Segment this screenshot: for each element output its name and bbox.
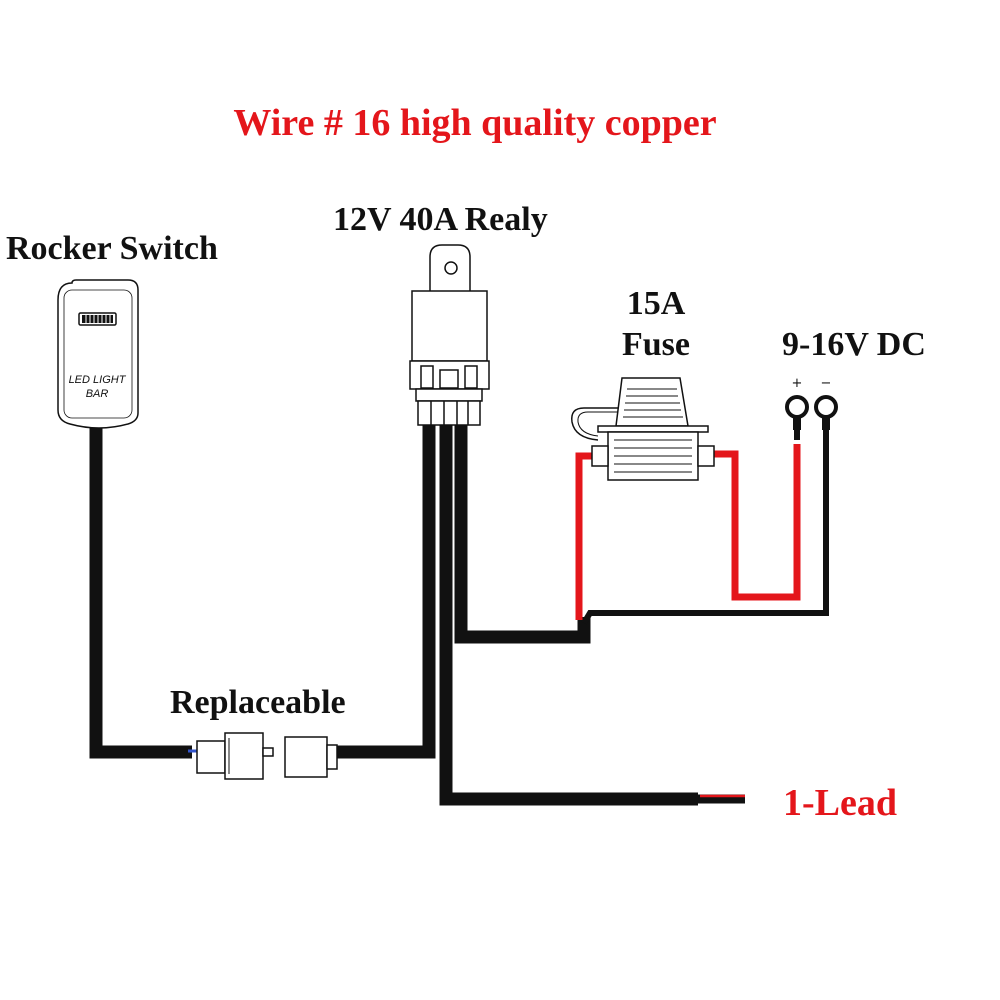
switch-face: [63, 289, 133, 419]
rocker-switch[interactable]: LED LIGHT BAR: [57, 279, 139, 429]
negative-sign: −: [821, 376, 832, 391]
relay-plug: [417, 400, 481, 426]
diagram-title: Wire # 16 high quality copper: [233, 102, 717, 144]
fuse-cap: [615, 377, 689, 427]
black-wires: [89, 420, 829, 806]
dc-voltage-label: 9-16V DC: [782, 326, 926, 363]
relay-body: [411, 290, 488, 362]
relay-pin: [464, 365, 478, 389]
relay-mount-hole: [444, 261, 458, 275]
fuse-holder[interactable]: [571, 377, 715, 481]
relay-pin: [420, 365, 434, 389]
fuse-body-rim: [597, 425, 709, 433]
junction-to-negative-wire: [581, 444, 829, 625]
replaceable-connector[interactable]: [188, 732, 338, 780]
fuse-amp-label: 15A: [626, 285, 686, 322]
relay-pin: [439, 369, 459, 389]
positive-ring-terminal[interactable]: [785, 395, 809, 419]
fuse-end-left: [591, 445, 609, 467]
ring-terminal-crimps: [793, 416, 830, 430]
relay-to-junction-wire: [454, 424, 591, 644]
connector-female-body: [284, 736, 328, 778]
connector-female-shell: [326, 744, 338, 770]
light-bar-icon: [78, 312, 117, 326]
switch-face-line2: BAR: [86, 388, 109, 400]
relay-terminal-block: [415, 388, 483, 402]
switch-body: [57, 279, 139, 429]
replaceable-label: Replaceable: [170, 684, 346, 721]
relay[interactable]: [409, 244, 490, 426]
positive-sign: +: [792, 376, 803, 391]
switch-face-line1: LED LIGHT: [69, 374, 127, 386]
red-wires: [575, 444, 801, 798]
relay-to-output-wire: [439, 424, 698, 806]
ring-terminals[interactable]: [785, 395, 838, 419]
connector-male-shell: [196, 740, 226, 774]
rocker-switch-label: Rocker Switch: [6, 230, 218, 267]
fuse-word-label: Fuse: [622, 326, 690, 363]
fuse-cap-tether: [571, 407, 622, 441]
relay-label: 12V 40A Realy: [333, 201, 548, 238]
connector-male-body: [224, 732, 264, 780]
connector-male-pin: [262, 747, 274, 757]
relay-to-connector-wire: [333, 424, 436, 759]
relay-to-fuse-red-wire: [575, 452, 608, 620]
fuse-end-right: [697, 445, 715, 467]
lead-label: 1-Lead: [783, 782, 897, 824]
negative-ring-terminal[interactable]: [814, 395, 838, 419]
switch-cable: [89, 424, 192, 759]
fuse-to-positive-red-wire: [692, 444, 801, 601]
